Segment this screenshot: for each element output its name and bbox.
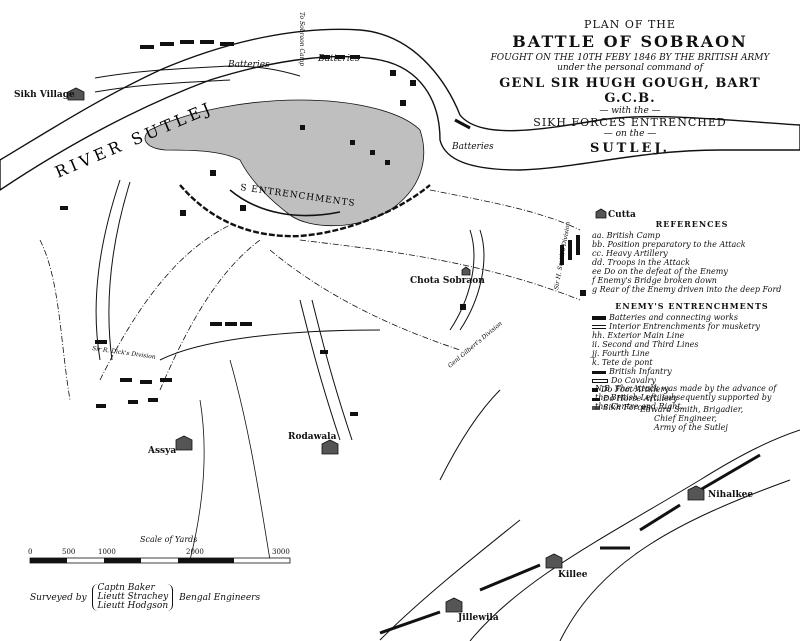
troop-blocks [60,40,586,416]
to-sobraon-label: To Sobraon Camp [298,12,305,66]
entrenchments-heading: ENEMY'S ENTRENCHMENTS [615,301,769,311]
river-sutlej [0,28,800,191]
reference-item: f Enemy's Bridge broken down [592,276,717,285]
label-batteries-top2: Batteries [318,54,360,64]
map-title-block: PLAN OF THE BATTLE OF SOBRAON FOUGHT ON … [480,18,780,156]
reference-item: bb. Position preparatory to the Attack [592,240,746,249]
upper-channel [94,65,301,79]
label-assya: Assya [148,446,177,456]
title-line-4: under the personal command of [557,63,703,73]
title-line-8: — on the — [603,129,657,139]
survey-credit: Surveyed by Captn Baker Lieutt Strachey … [30,583,261,611]
title-line-1: PLAN OF THE [584,18,676,31]
scale-title: Scale of Yards [140,535,198,544]
swatch-cavalry [592,379,608,383]
references-heading: REFERENCES [655,219,729,229]
reference-item: ee Do on the defeat of the Enemy [592,267,728,276]
village-chota [461,266,471,276]
upper-channel-2 [94,79,231,93]
village-assya [175,435,193,451]
title-line-9: SUTLEJ. [589,141,671,156]
lower-channel [559,479,791,641]
gilbert-division-label: Genl Gilbert's Division [447,320,504,369]
label-rodawala: Rodawala [288,432,337,442]
entrenchment-item: Do Foot Artillery [592,385,792,394]
entrenchment-item: Do Horse Artillery [592,394,792,403]
entrenchment-line-2 [229,189,341,217]
lower-channel-2 [469,429,800,641]
entrenchment-item: Batteries and connecting works [592,313,792,322]
swatch-sikh [592,406,600,410]
label-batteries-right: Batteries [452,142,494,152]
village-sikh [67,87,85,101]
label-batteries-top: Batteries [228,60,270,70]
entrenchment-item: k. Tete de pont [592,358,653,367]
label-sikh-village: Sikh Village [14,90,75,100]
village-rodawala [321,439,339,455]
reference-item: cc. Heavy Artillery [592,249,668,258]
village-nihalkee [687,485,705,501]
entrenchment-item: ii. Second and Third Lines [592,340,699,349]
scale-tick: 3000 [272,548,290,556]
entrenchment-item: jj. Fourth Line [592,349,650,358]
entrenchment-item: Do Cavalry [592,376,792,385]
label-cutta: Cutta [608,210,636,220]
reference-item: dd. Troops in the Attack [592,258,690,267]
reference-item: g Rear of the Enemy driven into the deep… [592,285,782,294]
swatch-horse-artillery [592,397,600,401]
dick-division-label: Sir R. Dick's Division [92,345,156,361]
scale-tick: 500 [62,548,76,556]
scale-tick: 1000 [98,548,116,556]
references-legend: REFERENCES aa. British Camp bb. Position… [592,220,792,412]
title-line-6: — with the — [599,106,661,116]
village-jillewila [445,597,463,613]
label-jillewila: Jillewila [458,613,499,623]
entrenchment-line [179,184,431,238]
title-line-5: GENL SIR HUGH GOUGH, BART G.C.B. [499,76,761,106]
lower-channel-3 [379,519,521,641]
label-chota-sobraon: Chota Sobraon [410,276,485,286]
signature: Edward Smith, Brigadier, Chief Engineer,… [640,405,744,432]
swatch-foot-artillery [592,388,598,392]
entrenchment-item: British Infantry [592,367,792,376]
swatch-batteries [592,316,606,320]
scale-tick: 2000 [186,548,204,556]
note-nb: N.B. The Attack was made by the advance … [595,384,777,411]
villages [67,87,705,613]
reference-item: aa. British Camp [592,231,661,240]
battery-bars [379,118,761,635]
title-line-2: BATTLE OF SOBRAON [512,32,748,51]
village-cutta [595,208,607,219]
village-killee [545,553,563,569]
scale-tick: 0 [28,548,33,556]
entrenchment-item: Interior Entrenchments for musketry [592,322,792,331]
title-line-3: FOUGHT ON THE 10TH FEBY 1846 BY THE BRIT… [490,53,770,63]
label-killee: Killee [558,570,588,580]
entrenchment-item: Sikh Forces [592,403,792,412]
swatch-infantry [592,370,606,374]
entrenchment-item: hh. Exterior Main Line [592,331,685,340]
title-line-7: SIKH FORCES ENTRENCHED [533,116,727,129]
scale-bar [29,557,291,564]
surveyor-names: Captn Baker Lieutt Strachey Lieutt Hodgs… [92,584,174,611]
label-nihalkee: Nihalkee [708,490,754,500]
swatch-interior [592,325,606,329]
